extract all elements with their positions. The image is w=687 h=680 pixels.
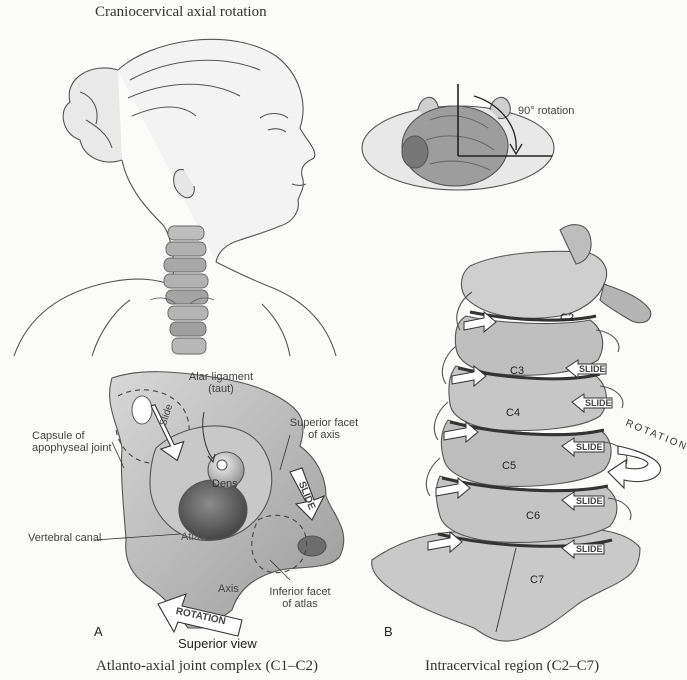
- rotation-degree-label: 90° rotation: [518, 105, 575, 117]
- capsule-label: Capsule of apophyseal joint: [32, 430, 112, 454]
- vertebra-label-c5: C5: [502, 460, 517, 472]
- superior-view-caption: Superior view: [178, 636, 257, 651]
- inferior-facet-line-1: Inferior facet: [269, 586, 331, 598]
- capsule-line-1: Capsule of: [32, 430, 85, 442]
- panel-a-title: Atlanto-axial joint complex (C1–C2): [96, 658, 319, 674]
- panel-b-title: Intracervical region (C2–C7): [425, 658, 600, 674]
- slide-arrow-icon: [427, 310, 497, 554]
- panel-a-leader-lines: [94, 434, 291, 581]
- alar-ligament-line-2: (taut): [208, 383, 234, 395]
- head-profile-drawing: [13, 38, 337, 357]
- slide-label-b4: SLIDE: [576, 496, 603, 506]
- rotation-arrow-icon: [157, 593, 243, 637]
- vertebra-label-c2: C2: [560, 312, 575, 324]
- dens-label: Dens: [212, 478, 238, 490]
- slide-label-b5: SLIDE: [576, 544, 603, 554]
- superior-facet-label: Superior facet of axis: [284, 417, 364, 441]
- superior-facet-line-1: Superior facet: [289, 417, 359, 429]
- axis-label: Axis: [218, 583, 239, 595]
- rotation-arrow-icon: [509, 143, 523, 156]
- slide-label-b3: SLIDE: [576, 442, 603, 452]
- slide-arrow-icon: [150, 404, 185, 462]
- inferior-facet-line-2: of atlas: [282, 598, 318, 610]
- panel-b-letter: B: [384, 624, 393, 639]
- figure-title: Craniocervical axial rotation: [95, 4, 267, 20]
- capsule-line-2: apophyseal joint: [32, 442, 112, 454]
- rotation-arrow-icon: [607, 445, 662, 490]
- alar-ligament-label: Alar ligament (taut): [186, 371, 256, 395]
- cervical-column-drawing: [371, 224, 652, 642]
- slide-arrow-icon: [561, 359, 613, 560]
- atlas-label: Atlas: [181, 531, 206, 543]
- vertebral-canal-label: Vertebral canal: [28, 532, 102, 544]
- slide-arrow-icon: [289, 467, 326, 521]
- vertebra-label-c7: C7: [530, 574, 545, 586]
- neck-spine-drawing: [149, 225, 215, 355]
- superior-facet-line-2: of axis: [308, 429, 340, 441]
- vertebra-label-c3: C3: [510, 365, 525, 377]
- slide-label-b2: SLIDE: [585, 398, 612, 408]
- slide-label-b1: SLIDE: [579, 364, 606, 374]
- alar-ligament-line-1: Alar ligament: [188, 371, 254, 383]
- head-top-view: [361, 84, 555, 191]
- vertebra-label-c4: C4: [506, 407, 521, 419]
- panel-a-letter: A: [94, 624, 103, 639]
- vertebra-label-c6: C6: [526, 510, 541, 522]
- inferior-facet-label: Inferior facet of atlas: [262, 586, 338, 610]
